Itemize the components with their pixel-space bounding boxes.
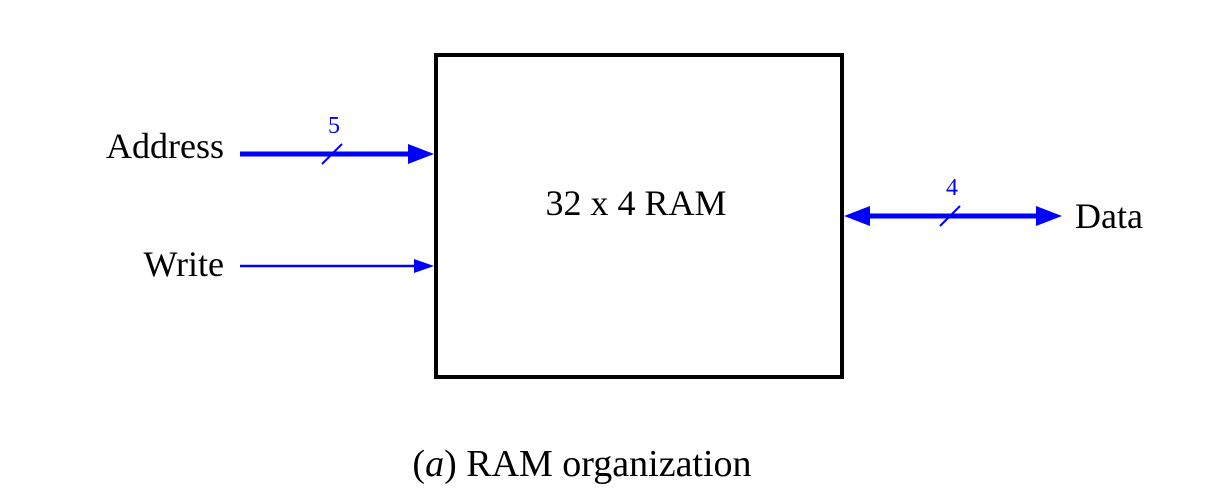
ram-block-label: 32 x 4 RAM: [545, 183, 726, 223]
address-bus-width-slash: [321, 143, 343, 165]
address-label: Address: [106, 126, 224, 166]
ram-block: [434, 53, 844, 379]
write-label: Write: [143, 244, 224, 284]
caption-open-paren: (: [412, 443, 425, 485]
write-arrowhead: [414, 259, 434, 273]
figure-caption: (a) RAM organization: [412, 443, 751, 485]
caption-italic-letter: a: [425, 443, 444, 485]
data-bus-width: 4: [946, 175, 958, 201]
data-arrowhead-right: [1036, 206, 1062, 226]
address-arrowhead: [408, 144, 434, 164]
address-bus-width: 5: [328, 113, 340, 139]
data-arrowhead-left: [844, 206, 870, 226]
data-bus-width-slash: [939, 205, 961, 227]
data-label: Data: [1075, 196, 1143, 236]
caption-text: ) RAM organization: [444, 443, 751, 485]
